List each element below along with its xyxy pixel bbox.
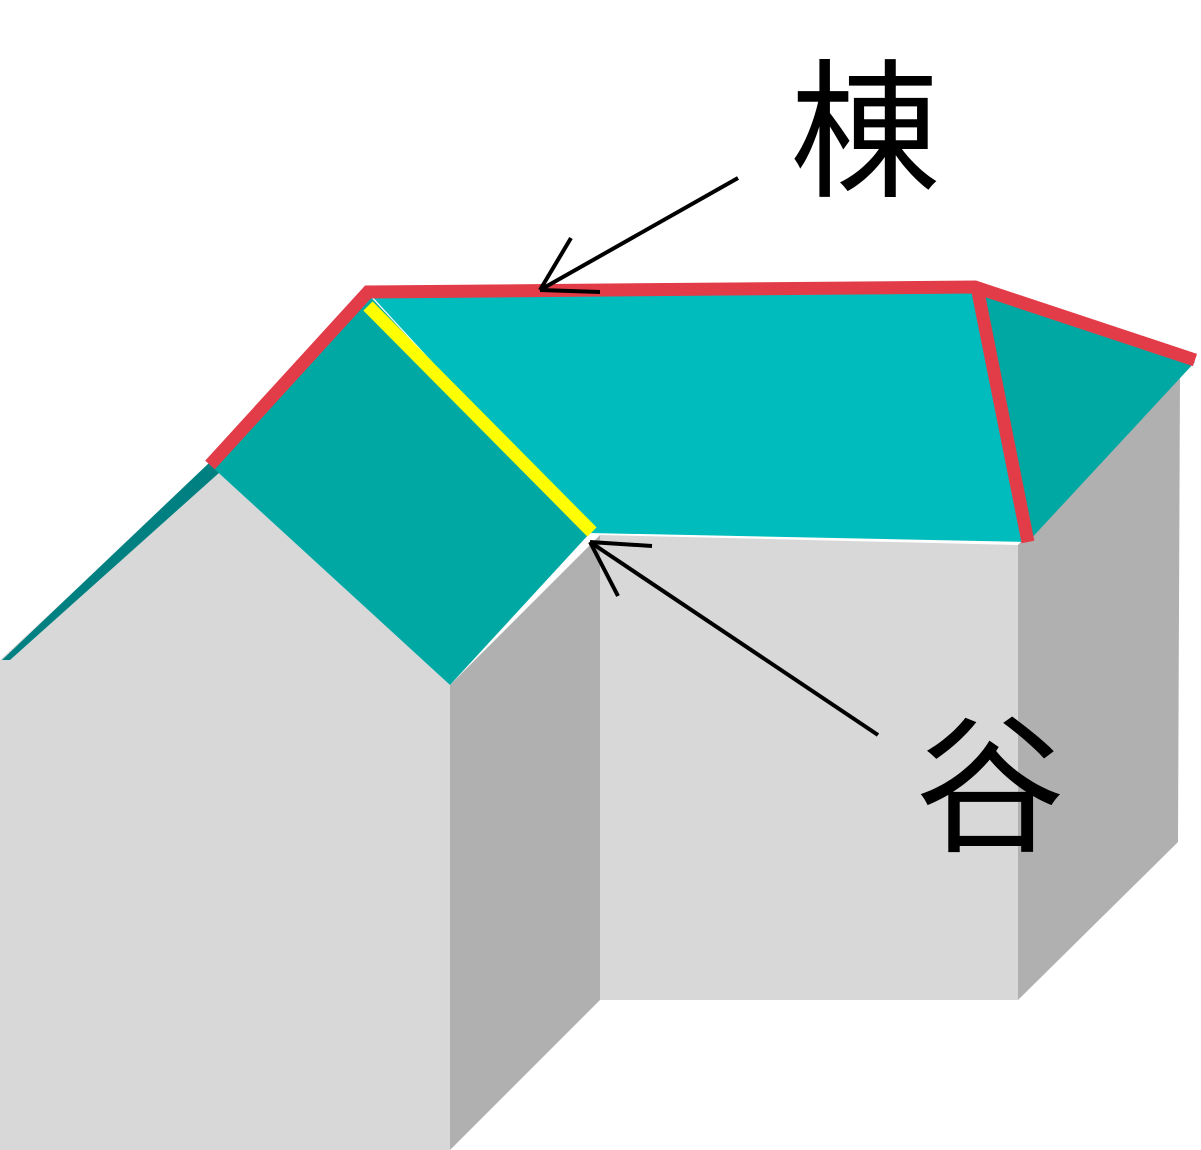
valley-arrow-shaft — [588, 540, 880, 737]
ridge-label: 棟 — [790, 47, 940, 221]
ridge-arrow-shaft — [539, 176, 739, 292]
ridge-line — [205, 280, 1198, 470]
hip-ridge-line — [971, 290, 1035, 544]
ridge-arrow — [538, 176, 739, 294]
left-wing-side-wall — [450, 535, 600, 1150]
left-roof-eave-edge — [2, 462, 220, 660]
left-wing-roof-face — [210, 294, 590, 685]
valley-arrow — [588, 540, 880, 737]
valley-label: 谷 — [915, 702, 1065, 876]
main-roof-face — [368, 287, 1028, 542]
right-wing-side-wall — [1018, 375, 1180, 1000]
valley-arrowhead-lower — [588, 541, 620, 597]
ridge-arrowhead-lower — [539, 288, 601, 294]
left-wing-front-wall — [0, 465, 450, 1150]
valley-line — [363, 301, 597, 537]
ridge-arrowhead-upper — [538, 236, 573, 292]
right-wing-front-wall — [600, 535, 1018, 1000]
valley-arrowhead-upper — [589, 540, 653, 548]
hip-end-roof-face — [975, 287, 1195, 542]
